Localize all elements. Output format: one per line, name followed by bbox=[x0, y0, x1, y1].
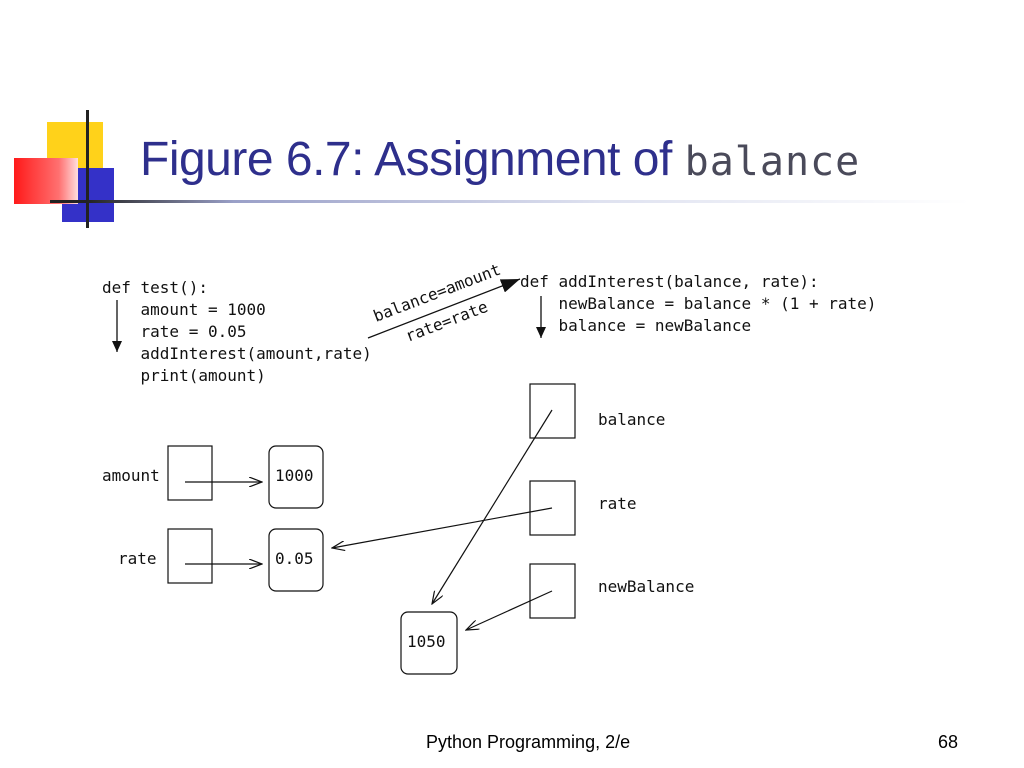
caller-line-1: def test(): bbox=[102, 278, 208, 297]
caller-code: def test(): amount = 1000 rate = 0.05 ad… bbox=[102, 278, 372, 385]
var-label-amount: amount bbox=[102, 466, 160, 485]
footer-book-title: Python Programming, 2/e bbox=[426, 732, 631, 752]
var-box-amount bbox=[167, 445, 213, 501]
value-box-1050 bbox=[400, 611, 458, 675]
var-box-newBalance bbox=[529, 563, 576, 619]
callee-line-2: newBalance = balance * (1 + rate) bbox=[520, 294, 876, 313]
var-label-newBalance: newBalance bbox=[598, 577, 694, 596]
var-label-callee-rate: rate bbox=[598, 494, 637, 513]
caller-line-2: amount = 1000 bbox=[102, 300, 266, 319]
title-text: Figure 6.7: Assignment of bbox=[140, 133, 685, 186]
var-box-callee-rate bbox=[529, 480, 576, 536]
value-005: 0.05 bbox=[275, 549, 314, 568]
title-underline bbox=[50, 200, 970, 203]
var-label-rate: rate bbox=[118, 549, 157, 568]
ref-arrow-balance bbox=[432, 409, 553, 604]
value-box-1000 bbox=[268, 445, 324, 509]
parameter-pass-arrow bbox=[367, 278, 521, 339]
var-box-rate bbox=[167, 528, 213, 584]
ref-arrow-newBalance bbox=[466, 590, 553, 630]
var-label-balance: balance bbox=[598, 410, 665, 429]
decor-red-square bbox=[14, 158, 78, 204]
var-box-balance bbox=[529, 383, 576, 439]
decor-vertical-line bbox=[86, 110, 89, 228]
callee-code: def addInterest(balance, rate): newBalan… bbox=[520, 272, 876, 335]
caller-line-3: rate = 0.05 bbox=[102, 322, 247, 341]
ref-arrow-callee-rate bbox=[332, 507, 553, 548]
value-1000: 1000 bbox=[275, 466, 314, 485]
title-code: balance bbox=[684, 139, 861, 185]
value-box-005 bbox=[268, 528, 324, 592]
value-1050: 1050 bbox=[407, 632, 446, 651]
caller-line-4: addInterest(amount,rate) bbox=[102, 344, 372, 363]
slide-title: Figure 6.7: Assignment of balance bbox=[140, 132, 860, 190]
callee-line-3: balance = newBalance bbox=[520, 316, 751, 335]
callee-line-1: def addInterest(balance, rate): bbox=[520, 272, 819, 291]
caller-line-5: print(amount) bbox=[102, 366, 266, 385]
footer-page-number: 68 bbox=[938, 732, 959, 752]
